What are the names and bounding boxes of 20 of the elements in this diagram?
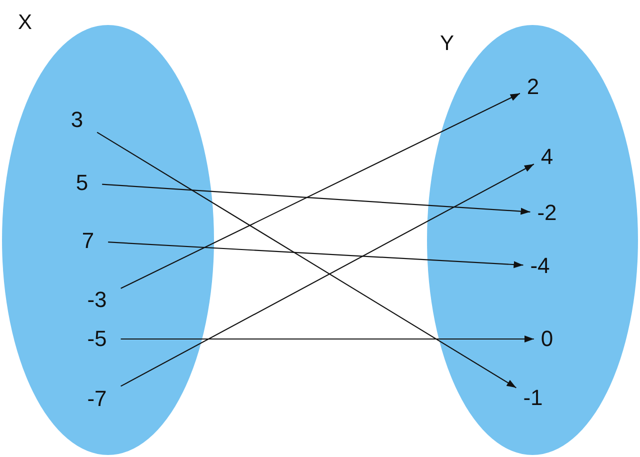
element-value: 5 — [76, 172, 88, 194]
element-value: 3 — [70, 109, 84, 131]
element-value: -3 — [87, 289, 107, 311]
arrow — [120, 92, 520, 289]
element-value: 7 — [82, 230, 94, 252]
arrow — [96, 132, 516, 388]
element-value: -5 — [87, 328, 107, 350]
element-value: -7 — [87, 388, 107, 410]
element-value: -4 — [530, 255, 550, 277]
element-value: 4 — [540, 146, 554, 168]
element-value: 0 — [540, 328, 554, 350]
element-value: 2 — [526, 76, 540, 98]
arrow — [120, 164, 534, 387]
set-label: X — [18, 12, 32, 33]
arrow — [108, 242, 524, 268]
element-value: -2 — [537, 202, 557, 224]
set-label: Y — [440, 33, 454, 54]
arrow — [120, 336, 534, 342]
arrow — [102, 184, 530, 215]
element-value: -1 — [523, 387, 543, 409]
